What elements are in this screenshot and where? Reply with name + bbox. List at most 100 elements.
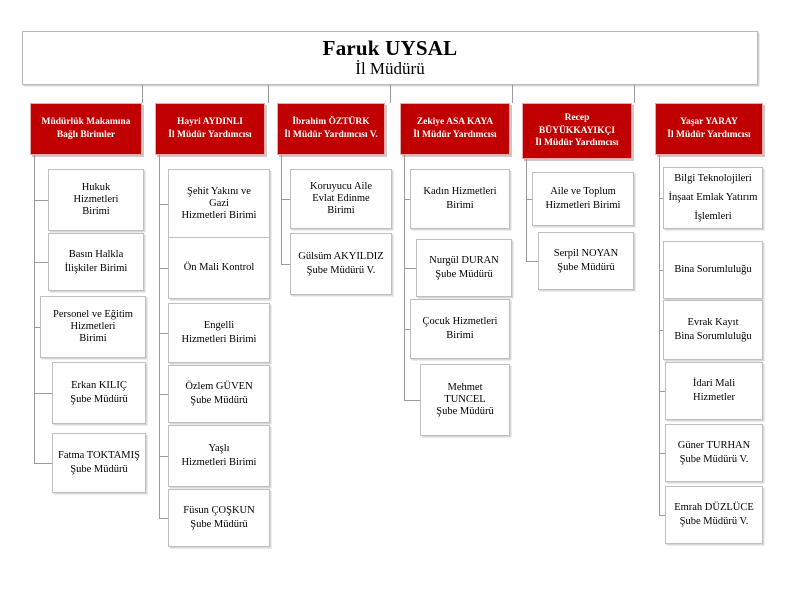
unit-node-line: Şube Müdürü V. <box>679 454 749 465</box>
connector-line <box>159 155 160 518</box>
unit-node-line: Hizmetleri <box>70 321 116 333</box>
unit-node-line: Çocuk Hizmetleri <box>422 316 498 328</box>
unit-node-line: Birimi <box>82 205 110 217</box>
department-head-line: İl Müdür Yardımcısı <box>413 130 497 140</box>
unit-node-line: Şube Müdürü <box>190 519 248 530</box>
unit-node-line: Evlat Edinme <box>312 193 370 205</box>
department-head-line: Müdürlük Makamına <box>41 117 131 128</box>
department-head-2[interactable]: Hayri AYDINLI İl Müdür Yardımcısı <box>155 103 265 155</box>
unit-node[interactable]: Özlem GÜVEN Şube Müdürü <box>168 365 270 423</box>
connector-line <box>34 262 48 263</box>
unit-node-line: Gülsüm AKYILDIZ <box>298 251 384 263</box>
unit-node-line: Hizmetler <box>693 392 735 403</box>
connector-line <box>390 85 391 103</box>
root-node-name: Faruk UYSAL <box>322 36 458 61</box>
unit-node-line: Hizmetleri Birimi <box>181 457 257 468</box>
unit-node-line: TUNCEL <box>444 394 486 406</box>
unit-node-line: Mehmet <box>447 382 483 394</box>
connector-line <box>34 327 40 328</box>
connector-line <box>34 155 35 463</box>
unit-node[interactable]: Emrah DÜZLÜCE Şube Müdürü V. <box>665 486 763 544</box>
unit-node-line: Aile ve Toplum <box>550 186 616 198</box>
unit-node[interactable]: Erkan KILIÇ Şube Müdürü <box>52 362 146 424</box>
connector-line <box>159 456 168 457</box>
connector-line <box>34 393 52 394</box>
unit-node-line: Yaşlı <box>208 443 230 455</box>
department-head-line: Recep <box>564 113 590 124</box>
connector-line <box>281 155 282 264</box>
unit-node-line: Şube Müdürü V. <box>679 516 749 527</box>
connector-line <box>659 391 665 392</box>
unit-node-line: Bina Sorumluluğu <box>674 264 752 276</box>
department-head-line: Hayri AYDINLI <box>177 117 243 128</box>
unit-node-line: Birimi <box>446 330 474 341</box>
unit-node-line: Şube Müdürü <box>557 262 615 273</box>
department-head-line: İl Müdür Yardımcısı <box>168 130 252 140</box>
connector-line <box>281 199 290 200</box>
connector-line <box>142 85 143 103</box>
connector-line <box>159 394 168 395</box>
unit-node-line: Şube Müdürü <box>70 394 128 405</box>
root-node: Faruk UYSAL İl Müdürü <box>22 31 758 85</box>
unit-node-line: Erkan KILIÇ <box>71 380 127 392</box>
connector-line <box>404 155 405 400</box>
unit-node-line: Şube Müdürü <box>436 405 494 417</box>
connector-line <box>659 270 663 271</box>
unit-node-line: Şube Müdürü <box>190 395 248 406</box>
unit-node-line: Hizmetleri <box>73 194 119 206</box>
unit-node-line: Fatma TOKTAMIŞ <box>58 450 140 462</box>
connector-line <box>526 199 532 200</box>
connector-line <box>159 204 168 205</box>
unit-node-line: İdari Mali <box>692 378 736 390</box>
connector-line <box>526 159 527 261</box>
unit-node-line: Birimi <box>327 204 355 216</box>
unit-node-line: Özlem GÜVEN <box>185 381 253 393</box>
connector-line <box>634 85 635 103</box>
unit-node-line: Bina Sorumluluğu <box>674 331 752 342</box>
unit-node-line: Şube Müdürü <box>70 464 128 475</box>
unit-node-line: Nurgül DURAN <box>429 255 499 267</box>
connector-line <box>159 518 168 519</box>
unit-node-line: Gazi <box>209 198 229 210</box>
connector-line <box>404 268 416 269</box>
department-head-line: İbrahim ÖZTÜRK <box>292 117 370 128</box>
connector-line <box>159 333 168 334</box>
department-head-line: BÜYÜKKAYIKÇI <box>538 125 616 136</box>
connector-line <box>34 463 52 464</box>
unit-node-line: Personel ve Eğitim <box>53 309 133 321</box>
unit-node[interactable]: Bina Sorumluluğu <box>663 241 763 299</box>
connector-line <box>34 200 48 201</box>
unit-node[interactable]: Ön Mali Kontrol <box>168 237 270 299</box>
department-head-line: Yaşar YARAY <box>680 117 738 128</box>
connector-line <box>404 329 410 330</box>
unit-node[interactable]: Fatma TOKTAMIŞ Şube Müdürü <box>52 433 146 493</box>
unit-node-line: Emrah DÜZLÜCE <box>674 502 754 514</box>
unit-node-line: Hizmetleri Birimi <box>181 334 257 345</box>
unit-node-line: Hizmetleri Birimi <box>181 209 257 221</box>
